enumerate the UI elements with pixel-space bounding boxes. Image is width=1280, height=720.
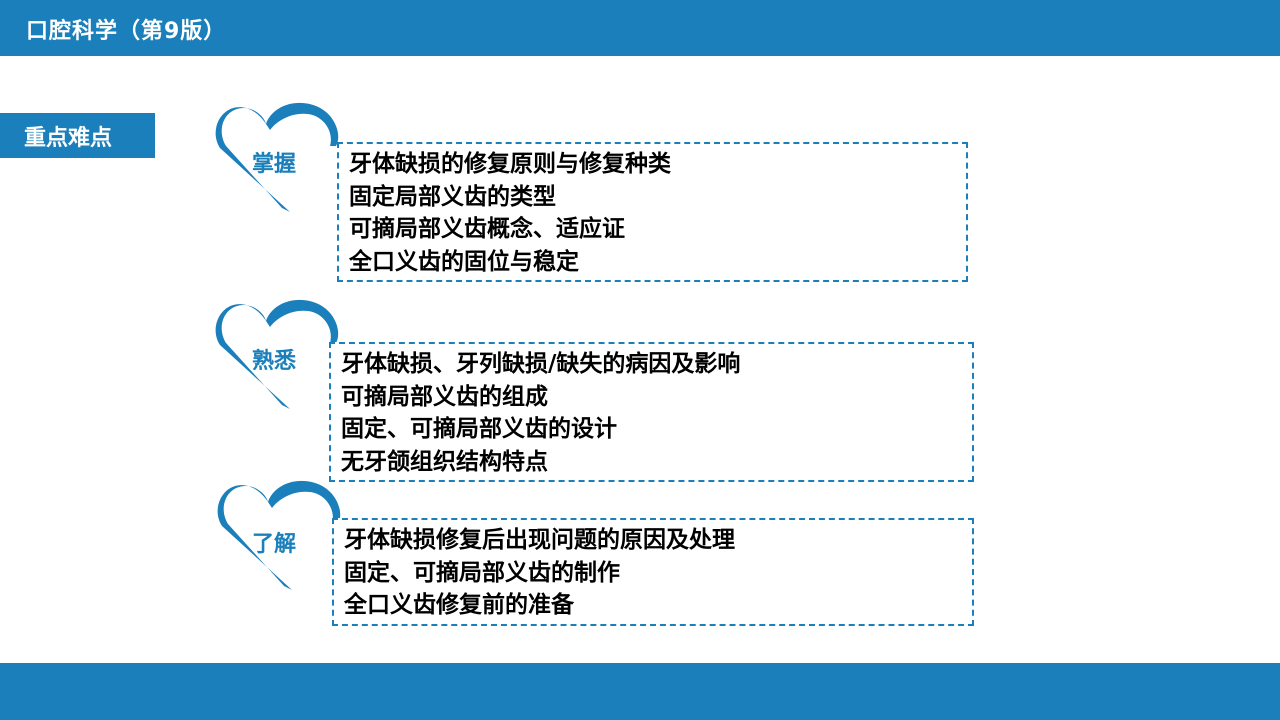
section-label-master: 掌握	[252, 152, 297, 177]
list-item: 固定局部义齿的类型	[349, 183, 556, 210]
section-box-understand: 牙体缺损修复后出现问题的原因及处理 固定、可摘局部义齿的制作 全口义齿修复前的准…	[332, 518, 974, 626]
list-item: 固定、可摘局部义齿的制作	[344, 559, 620, 586]
page-title: 口腔科学（第9版）	[26, 19, 227, 44]
section-label-understand: 了解	[252, 532, 297, 557]
list-item: 牙体缺损的修复原则与修复种类	[349, 151, 671, 177]
list-item: 可摘局部义齿的组成	[341, 383, 548, 410]
list-item: 全口义齿的固位与稳定	[349, 248, 579, 275]
heart-icon: 掌握	[210, 100, 340, 220]
section-box-familiar: 牙体缺损、牙列缺损/缺失的病因及影响 可摘局部义齿的组成 固定、可摘局部义齿的设…	[329, 342, 974, 482]
section-box-master: 牙体缺损的修复原则与修复种类 固定局部义齿的类型 可摘局部义齿概念、适应证 全口…	[337, 142, 968, 282]
list-item: 全口义齿修复前的准备	[344, 592, 574, 618]
heart-icon: 熟悉	[210, 297, 340, 417]
list-item: 固定、可摘局部义齿的设计	[341, 416, 617, 442]
list-item: 牙体缺损修复后出现问题的原因及处理	[344, 527, 735, 553]
key-points-tag: 重点难点	[0, 113, 155, 158]
heart-icon: 了解	[212, 478, 342, 598]
footer-bar	[0, 663, 1280, 720]
list-item: 牙体缺损、牙列缺损/缺失的病因及影响	[341, 351, 741, 377]
section-label-familiar: 熟悉	[252, 349, 297, 374]
header-bar: 口腔科学（第9版）	[0, 0, 1280, 56]
list-item: 可摘局部义齿概念、适应证	[349, 216, 625, 242]
list-item: 无牙颌组织结构特点	[341, 448, 548, 475]
